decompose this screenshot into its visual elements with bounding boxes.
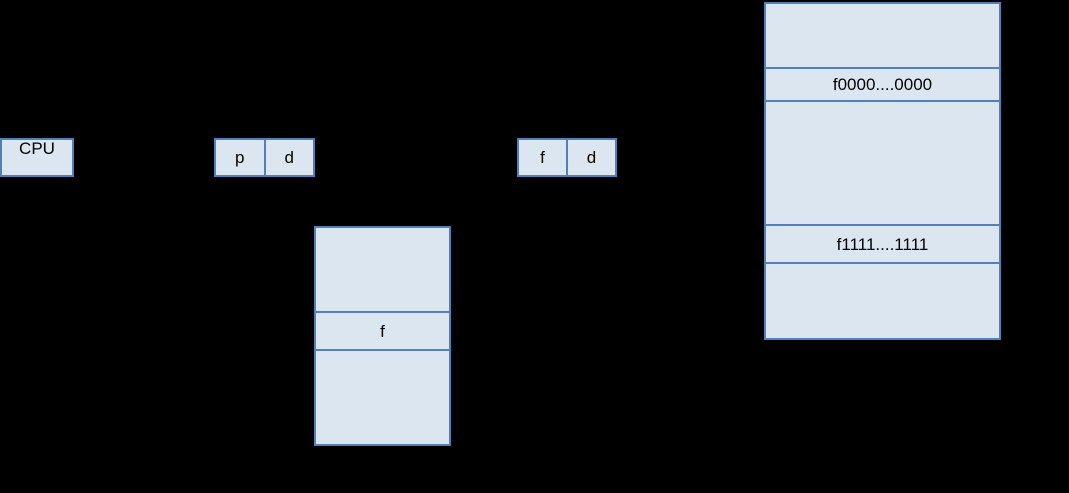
logical-address-offset-cell: d (263, 140, 314, 175)
physical-memory-row: f0000....0000 (766, 67, 999, 100)
connector-cpu-to-logical-address (74, 156, 214, 158)
physical-memory-row (766, 4, 999, 67)
page-table[interactable]: f (314, 226, 451, 446)
logical-address-page-cell: p (235, 148, 245, 167)
physical-address-frame-cell: f (540, 148, 545, 167)
connector-page-table-to-frame (451, 330, 541, 332)
physical-address-offset-cell: d (566, 140, 615, 175)
page-table-row (316, 349, 449, 442)
page-table-row: f (316, 311, 449, 349)
physical-memory-row (766, 262, 999, 332)
physical-address-box[interactable]: f d (517, 138, 617, 177)
connector-logical-to-physical-address (315, 156, 517, 158)
cpu-label: CPU (19, 139, 55, 158)
connector-page-to-page-table (236, 177, 238, 331)
page-table-row (316, 228, 449, 311)
connector-physical-address-to-memory (617, 156, 764, 158)
physical-memory-row: f1111....1111 (766, 224, 999, 262)
physical-memory-row (766, 100, 999, 224)
physical-memory-table[interactable]: f0000....0000 f1111....1111 (764, 2, 1001, 340)
cpu-box[interactable]: CPU (0, 138, 74, 177)
logical-address-box[interactable]: p d (214, 138, 315, 177)
